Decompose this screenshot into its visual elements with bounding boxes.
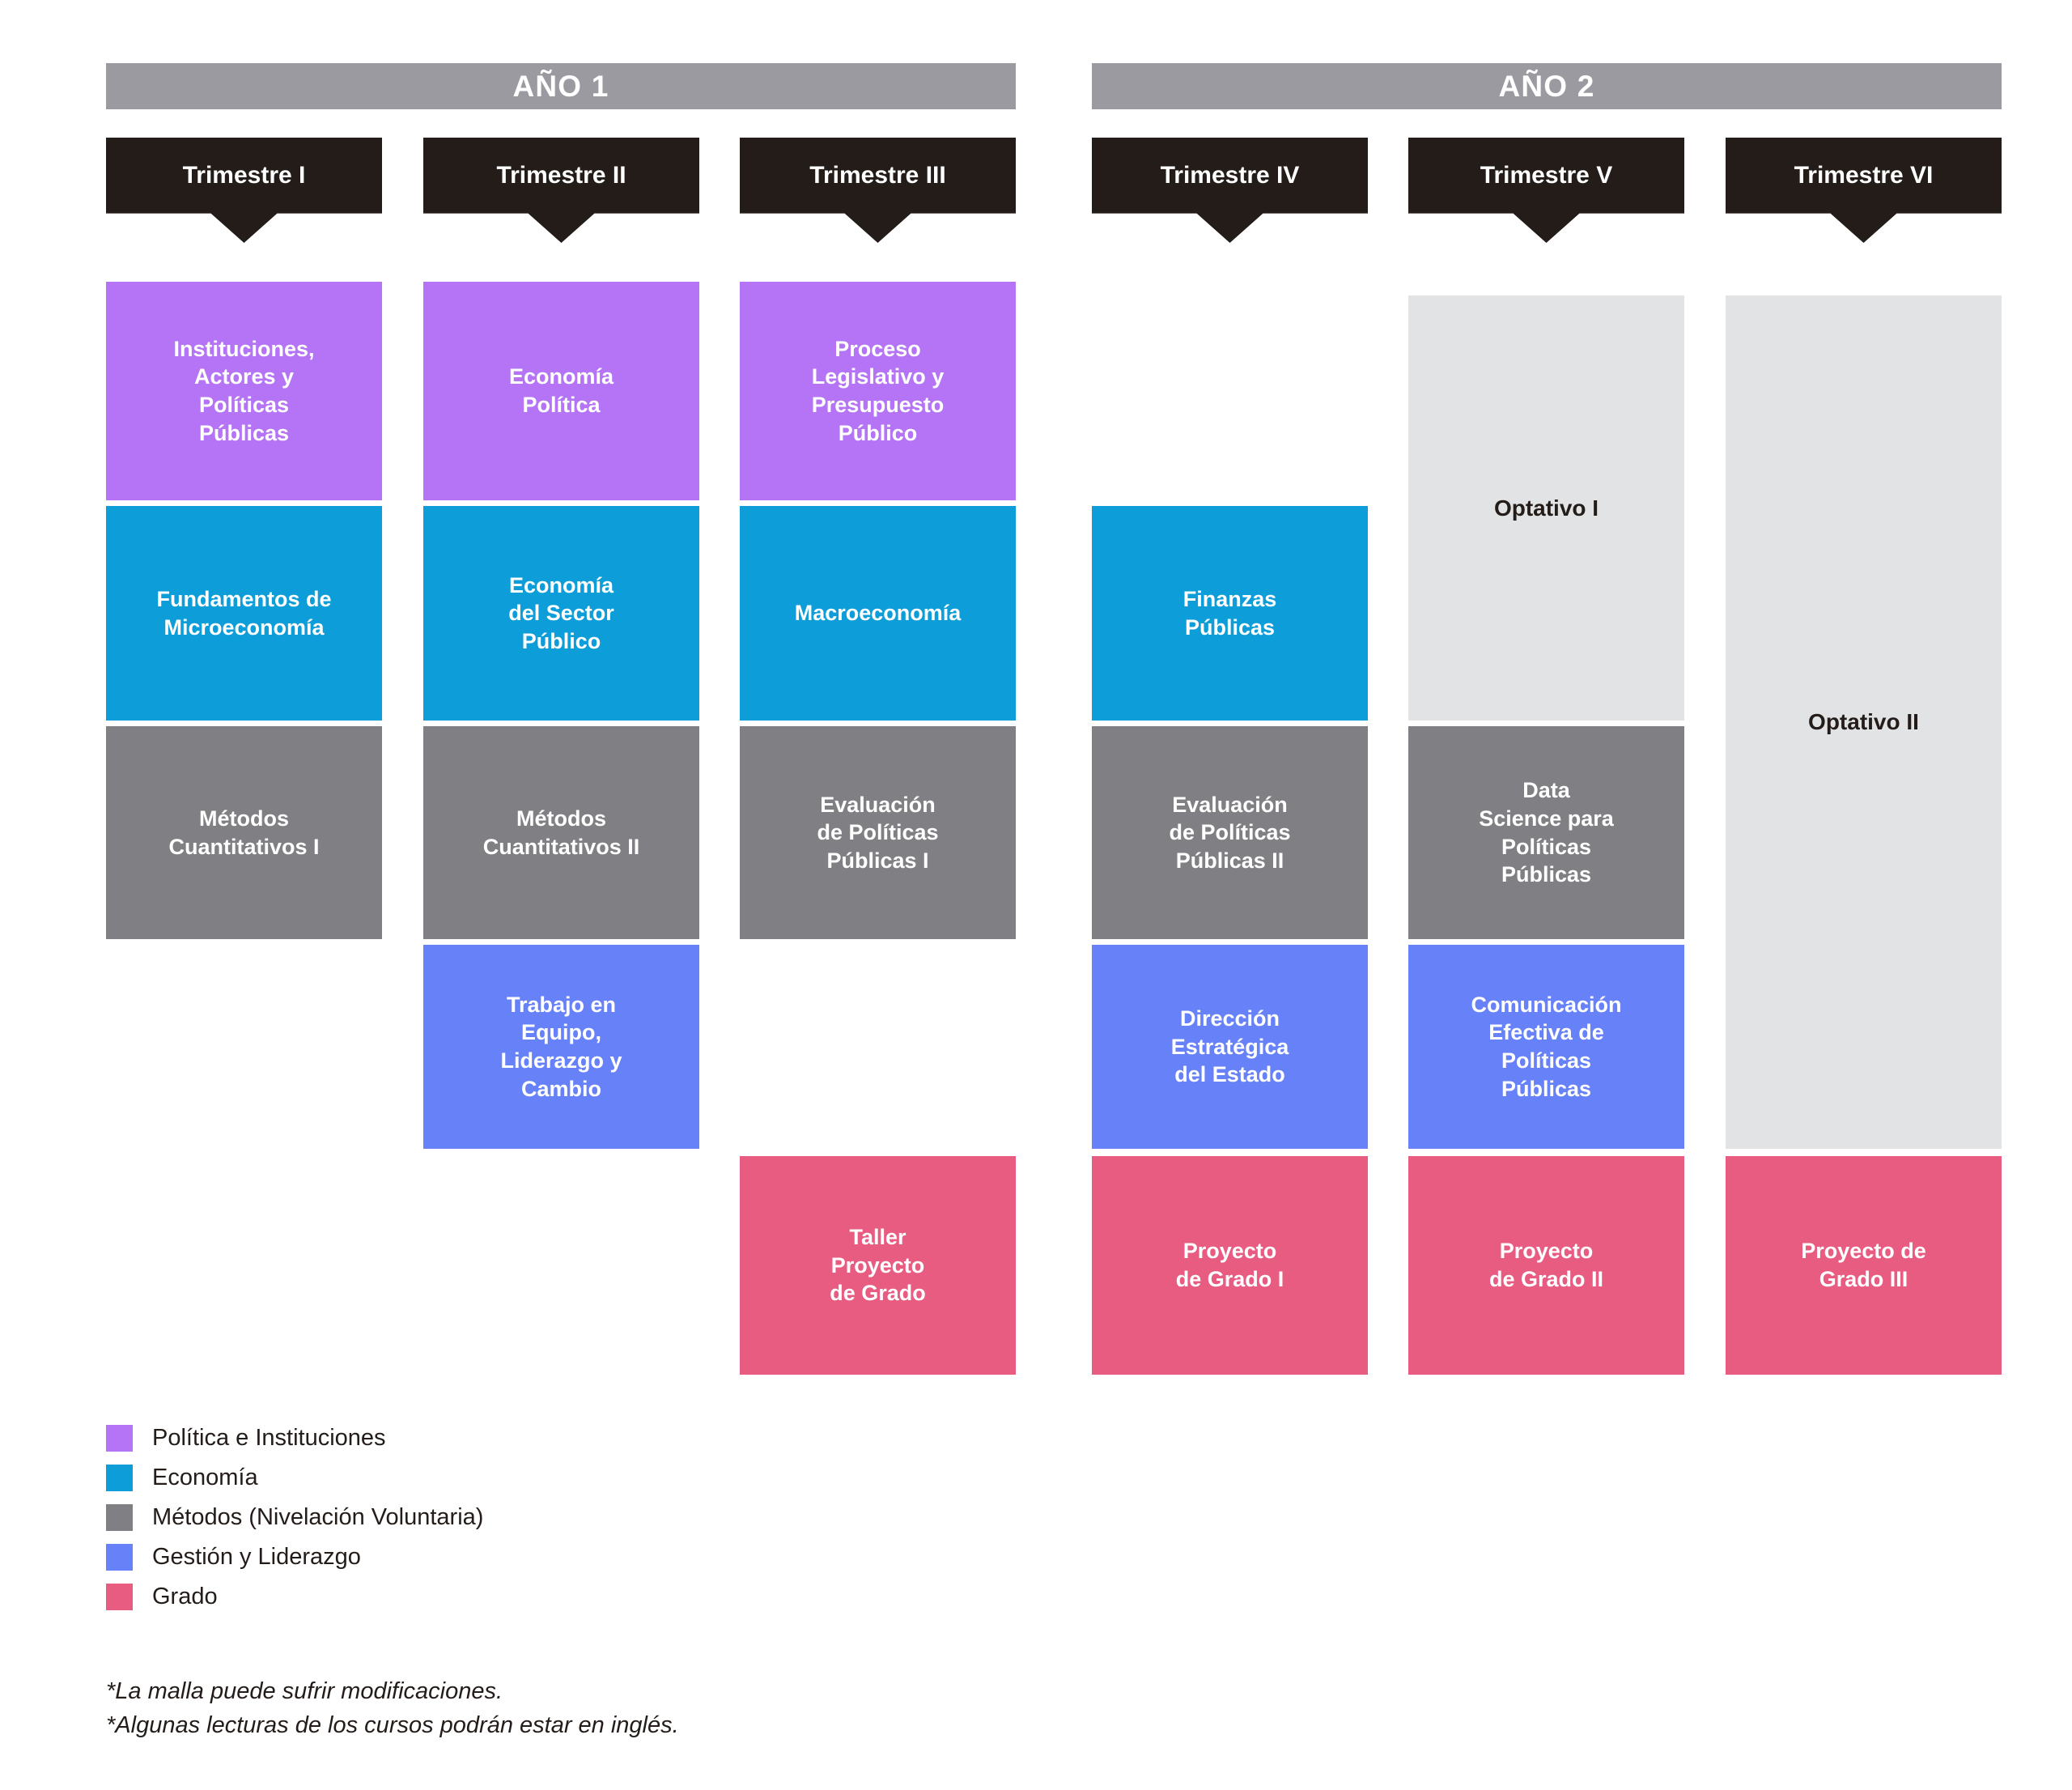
legend-color-swatch — [106, 1465, 133, 1491]
legend-item: Economía — [106, 1458, 483, 1498]
trimester-header-label: Trimestre III — [809, 162, 946, 189]
legend-item: Política e Instituciones — [106, 1418, 483, 1458]
year-banner: AÑO 2 — [1092, 63, 2002, 109]
trimester-header-label: Trimestre I — [182, 162, 306, 189]
trimester-header-label: Trimestre IV — [1160, 162, 1300, 189]
year-banner-label: AÑO 2 — [1498, 69, 1595, 103]
legend-item: Métodos (Nivelación Voluntaria) — [106, 1498, 483, 1537]
legend-label: Política e Instituciones — [152, 1425, 386, 1451]
trimester-header-label: Trimestre II — [496, 162, 626, 189]
footnote-line: *La malla puede sufrir modificaciones. — [106, 1678, 503, 1704]
year-banner-label: AÑO 1 — [512, 69, 609, 103]
trimester-header: Trimestre II — [423, 138, 699, 243]
course-label: Optativo I — [1493, 495, 1599, 521]
trimester-header-label: Trimestre VI — [1794, 162, 1934, 189]
trimester-header: Trimestre I — [106, 138, 382, 243]
trimester-header-label: Trimestre V — [1480, 162, 1613, 189]
trimester-header: Trimestre V — [1408, 138, 1684, 243]
elective-block[interactable]: Optativo I — [1408, 295, 1684, 721]
trimester-header: Trimestre IV — [1092, 138, 1368, 243]
footnotes: *La malla puede sufrir modificaciones. *A… — [106, 1674, 679, 1742]
legend-color-swatch — [106, 1584, 133, 1610]
course-label: Macroeconomía — [794, 601, 962, 626]
legend-label: Economía — [152, 1465, 258, 1490]
course-block[interactable]: Macroeconomía — [740, 506, 1016, 721]
trimester-header: Trimestre III — [740, 138, 1016, 243]
legend-label: Grado — [152, 1584, 218, 1609]
legend-label: Métodos (Nivelación Voluntaria) — [152, 1504, 484, 1530]
legend-item: Gestión y Liderazgo — [106, 1537, 483, 1577]
trimester-header: Trimestre VI — [1726, 138, 2002, 243]
legend-item: Grado — [106, 1577, 483, 1617]
footnote-line: *Algunas lecturas de los cursos podrán e… — [106, 1712, 679, 1739]
elective-block[interactable]: Optativo II — [1726, 295, 2002, 1149]
year-banner: AÑO 1 — [106, 63, 1016, 109]
legend-color-swatch — [106, 1544, 133, 1571]
legend-label: Gestión y Liderazgo — [152, 1544, 361, 1570]
legend-color-swatch — [106, 1425, 133, 1452]
legend-color-swatch — [106, 1504, 133, 1531]
course-label: Optativo II — [1808, 709, 1919, 735]
